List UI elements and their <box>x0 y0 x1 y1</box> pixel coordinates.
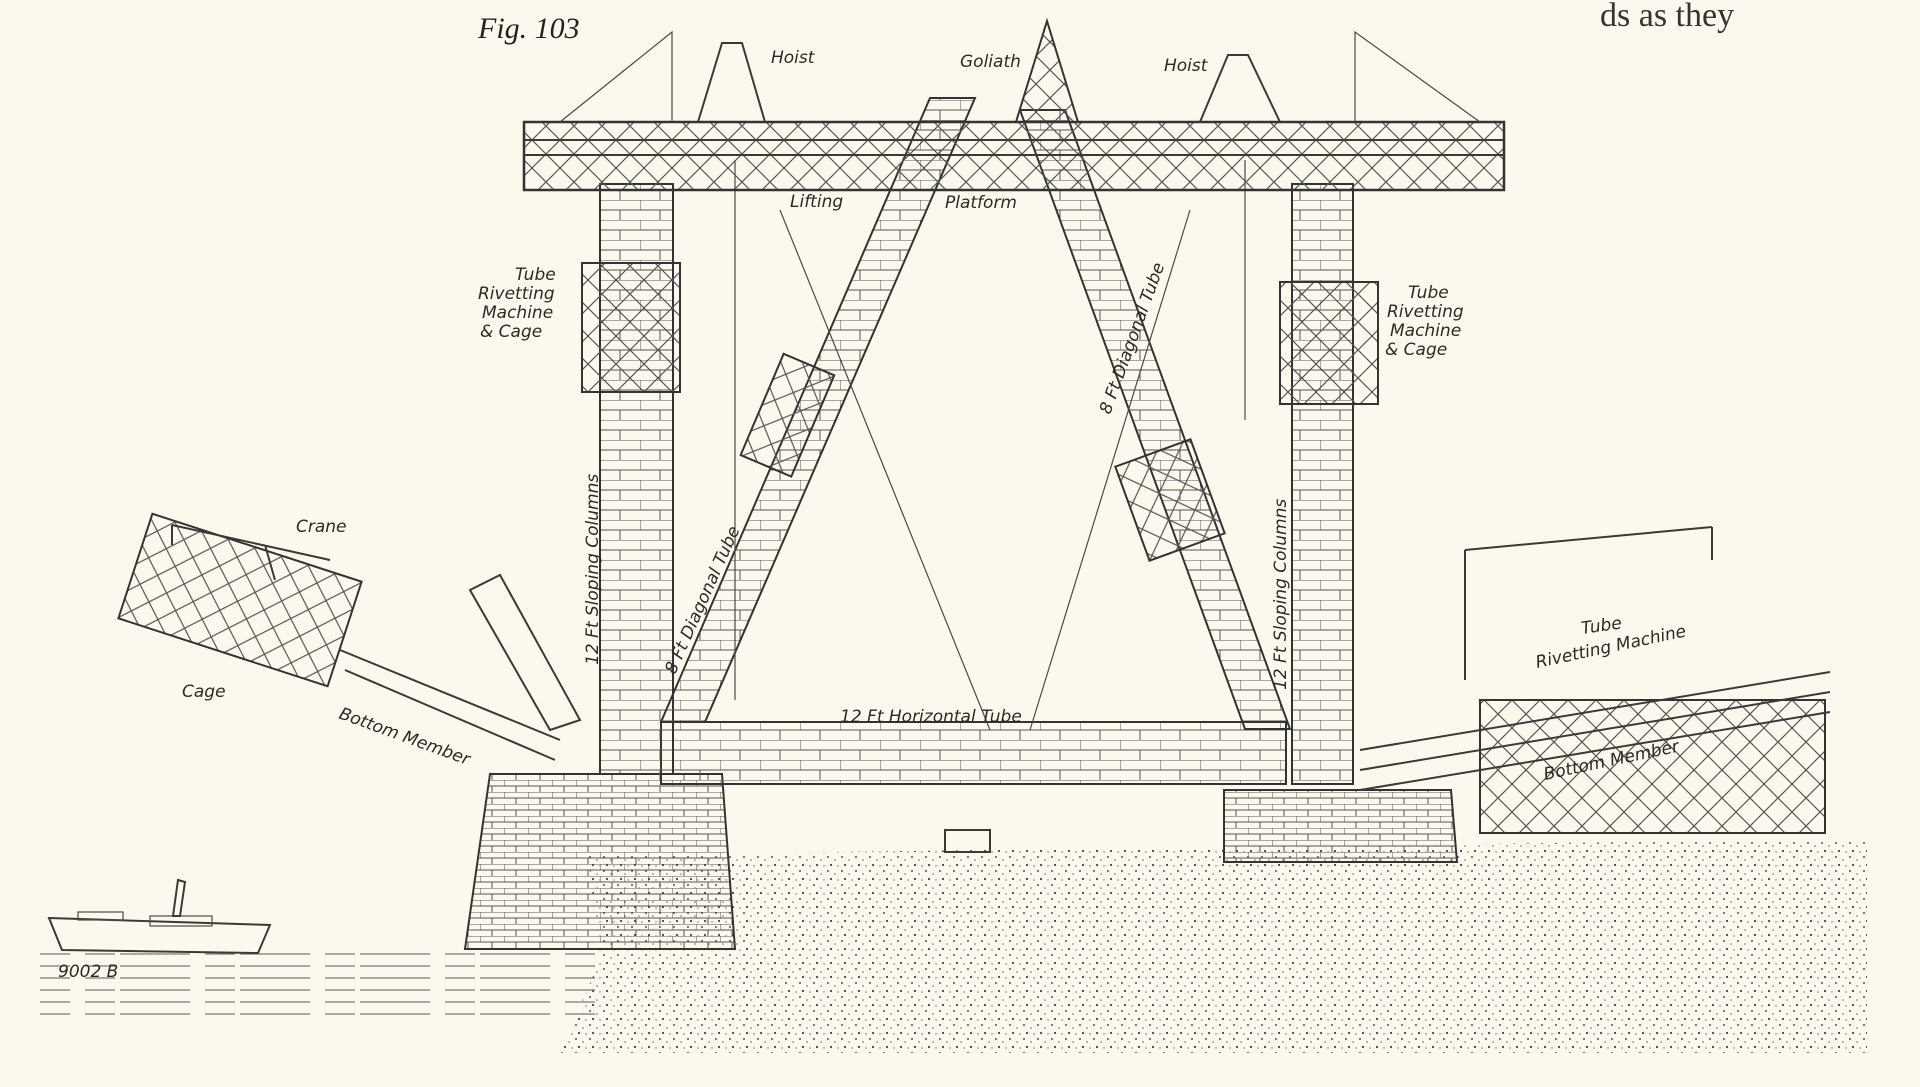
figure-number: Fig. 103 <box>477 12 580 45</box>
left-pier <box>463 773 737 950</box>
label-bottom-member-left: Bottom Member <box>336 704 473 770</box>
label-tube-left-2: Rivetting <box>478 284 555 304</box>
left-cage <box>117 512 363 688</box>
label-hoist-right: Hoist <box>1164 56 1209 76</box>
label-lifting: Lifting <box>790 192 843 212</box>
label-goliath: Goliath <box>960 52 1021 72</box>
right-bottom-member <box>1359 671 1831 791</box>
left-diagonal-cage <box>739 352 836 478</box>
label-tube-right-3: Machine <box>1390 321 1461 341</box>
label-platform: Platform <box>945 193 1017 213</box>
left-stub-tube <box>468 573 582 732</box>
horizontal-tube <box>660 721 1287 785</box>
label-tube-right-1: Tube <box>1408 283 1449 303</box>
label-cage: Cage <box>182 682 226 702</box>
label-tube-left-3: Machine <box>482 303 553 323</box>
left-bottom-member <box>339 649 561 761</box>
right-trestle <box>1479 699 1826 834</box>
right-column-cage <box>1279 281 1379 405</box>
label-tube-left-4: & Cage <box>480 322 542 342</box>
winch <box>944 829 991 853</box>
right-crane <box>1464 526 1713 680</box>
right-diagonal-cage <box>1114 438 1226 562</box>
label-tube-right-2: Rivetting <box>1387 302 1464 322</box>
right-pier <box>1223 789 1459 863</box>
right-diagonal-tube <box>1018 109 1292 730</box>
platform-derricks <box>559 30 1481 123</box>
water <box>40 945 600 1025</box>
left-hoist-frame <box>697 42 766 123</box>
left-crane <box>171 524 331 581</box>
label-tube-left-1: Tube <box>515 265 556 285</box>
label-sloping-columns-right: 12 Ft Sloping Columns <box>1271 499 1291 690</box>
right-hoist-frame <box>1199 54 1281 123</box>
left-column-cage <box>581 262 681 393</box>
running-text-fragment: ds as they <box>1600 0 1734 34</box>
label-sloping-columns-left: 12 Ft Sloping Columns <box>583 474 603 665</box>
label-tube-right-4: & Cage <box>1385 340 1447 360</box>
goliath-crane <box>1014 17 1080 123</box>
steamship <box>47 878 272 955</box>
right-sloping-column <box>1291 183 1354 785</box>
plate-number: 9002 B <box>58 962 118 982</box>
ground <box>40 839 1867 1053</box>
label-horizontal-tube: 12 Ft Horizontal Tube <box>840 707 1022 727</box>
label-crane: Crane <box>296 517 347 537</box>
hoist-ropes <box>734 160 1246 731</box>
label-hoist-left: Hoist <box>771 48 816 68</box>
